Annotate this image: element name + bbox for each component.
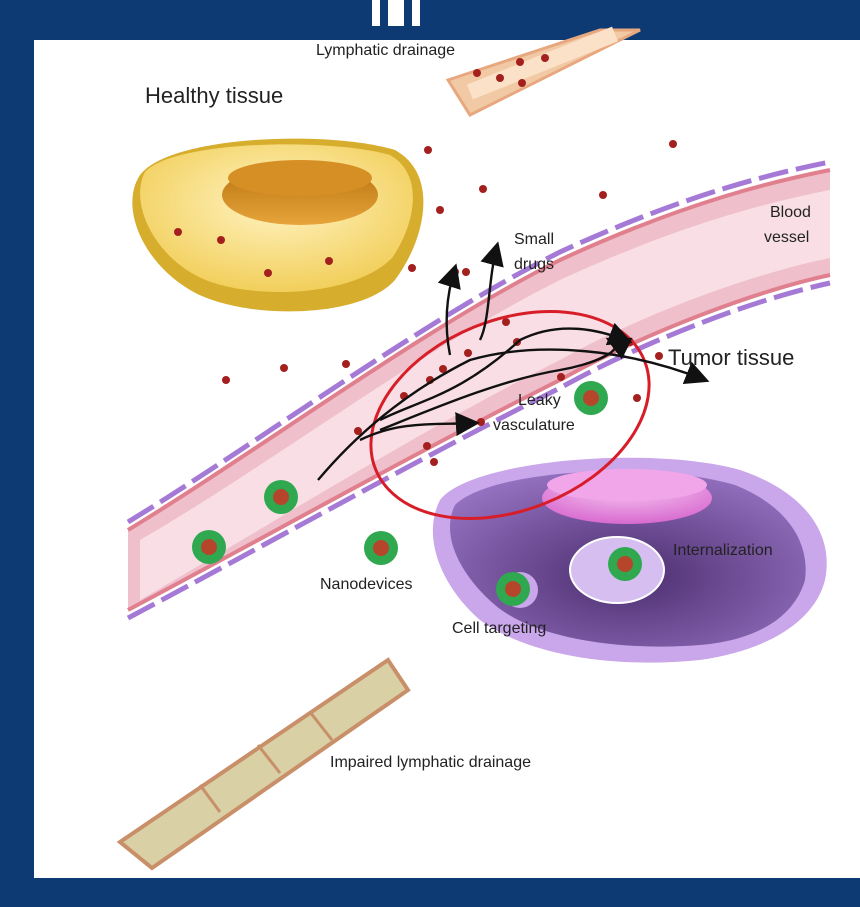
leaky-vasculature-label-line1: Leaky <box>518 392 561 409</box>
healthy-tissue-label: Healthy tissue <box>145 83 283 108</box>
blood-vessel-label-line2: vessel <box>764 229 809 246</box>
internalization-label: Internalization <box>673 542 773 559</box>
small-drugs-label-line1: Small <box>514 231 554 248</box>
nanodevices-label: Nanodevices <box>320 576 413 593</box>
impaired-lymphatic-label: Impaired lymphatic drainage <box>330 754 531 771</box>
blood-vessel-label-line1: Blood <box>770 204 811 221</box>
tumor-tissue-label: Tumor tissue <box>668 345 794 370</box>
cell-targeting-label: Cell targeting <box>452 620 546 637</box>
small-drugs-label-line2: drugs <box>514 256 554 273</box>
lymphatic-drainage-label: Lymphatic drainage <box>316 42 455 59</box>
leaky-vasculature-label-line2: vasculature <box>493 417 575 434</box>
